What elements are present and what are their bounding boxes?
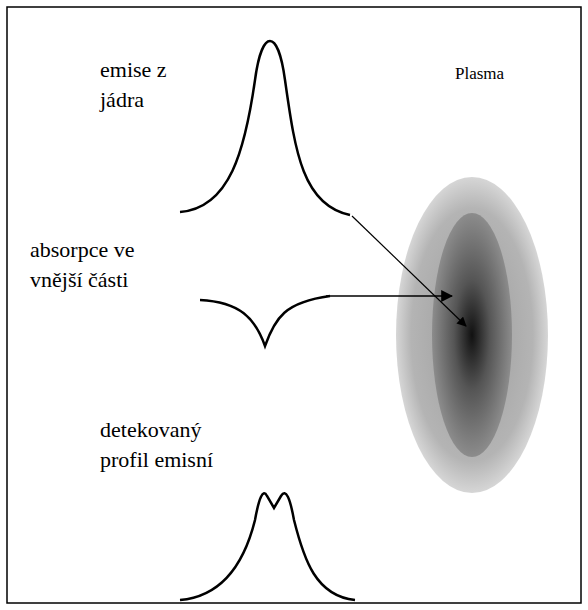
detected-label: detekovaný profil emisní <box>100 415 235 475</box>
plasma-label: Plasma <box>455 64 535 84</box>
arrow <box>326 295 452 297</box>
emission-label: emise z jádra <box>100 55 190 115</box>
emission-profile <box>180 41 350 215</box>
arrow <box>352 216 466 326</box>
detected-profile <box>180 493 355 600</box>
plasma-outer <box>396 177 548 493</box>
plasma-core <box>432 213 512 457</box>
absorption-label: absorpce ve vnější části <box>30 235 160 295</box>
absorption-profile <box>200 296 330 346</box>
frame <box>7 7 581 603</box>
